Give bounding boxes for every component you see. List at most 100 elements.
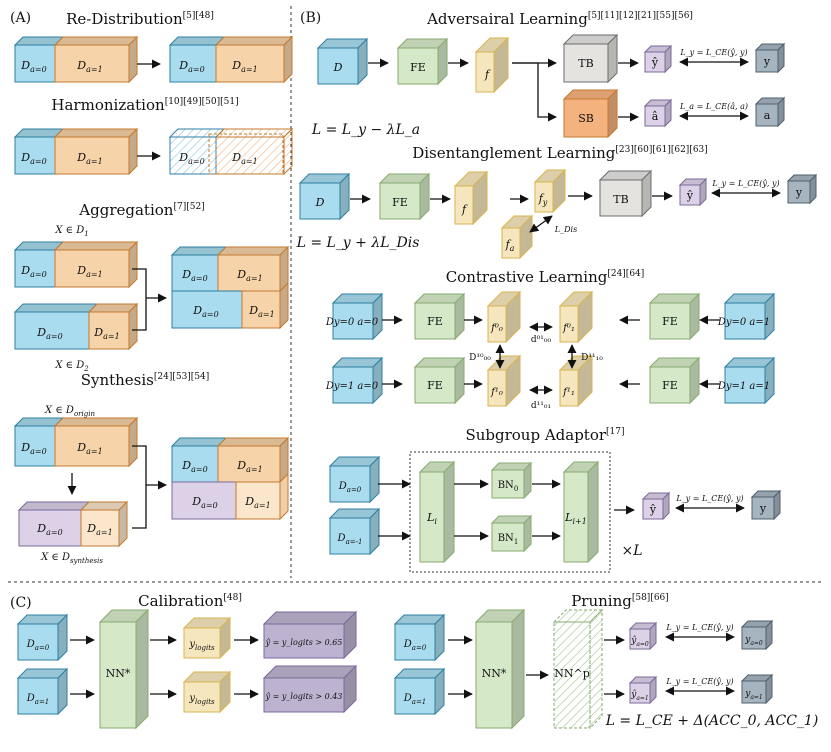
redist-output-label-a1: Da=1 [231,59,257,74]
prn-yhat-a1-cube-front [629,682,651,704]
synth-out-top-box-front-left [171,445,219,483]
synth-x-synth-label-sub: synthesis [70,557,103,565]
harmon-output-box-top-right [214,128,294,138]
con-row1-fe-right-front [649,302,691,340]
cal-a1-label: Da=1 [26,693,50,706]
agg-out-top-box-front-right [217,254,281,292]
dis-fe-cube [378,172,431,221]
harmon-output-label-a0-sub: a=0 [188,157,205,166]
synth-bracket [132,445,147,529]
synth-x-synth-label-base: X ∈ D [40,552,70,563]
prn-y-a0-label-sub: a=0 [750,640,763,647]
dis-tb-label: TB [613,193,628,206]
title-redistribution-refs: [5][48] [183,11,214,21]
synth-out-top-box [170,436,290,484]
sub-bn0-label-base: BN [498,480,514,491]
dis-ldis-label: L_Dis [554,225,577,234]
sub-bn0-cube [490,461,533,500]
dis-fa-label: fa [505,238,515,253]
prn-yhat-a1-label-base: ŷ [630,689,637,700]
dis-y-cube [786,173,818,205]
agg-x-d2-label-sub: 2 [83,365,89,373]
adv-tb-label: TB [578,57,593,70]
prn-a0-label-sub: a=0 [412,644,427,652]
agg-out-label-a1-top-base: D [236,268,246,281]
synth-out-label-a0-top: Da=0 [181,459,207,474]
redist-output-box [168,35,294,84]
adv-d-label: D [333,61,343,74]
synth-out-bottom-side [279,472,289,521]
dis-f-feature-front [454,185,474,225]
adv-sb-cube-front [563,98,609,138]
prn-y-a0-label-base: y [744,635,751,645]
cal-a0-label: Da=0 [26,639,50,652]
sub-am1-label-sub: a=-1 [346,538,363,546]
synth-synth-box-front-right [80,509,120,547]
synth-out-label-a1-top: Da=1 [236,459,262,474]
adv-a-label: a [764,109,771,122]
con-row1-right-label: Dy=0 a=1 [717,317,770,328]
agg-out-label-a1-top-sub: a=1 [246,274,263,283]
redist-output-label-a0: Da=0 [178,59,204,74]
agg-d1-box-top-right [53,241,139,251]
sub-li-layer [418,460,456,564]
adv-y-label: y [763,55,771,68]
dis-fa-feature-front [501,227,521,259]
redist-input-label-a0-sub: a=0 [30,65,47,74]
dis-equation: L = L_y + λL_Dis [296,235,420,251]
cal-nn-layer-front [99,621,137,729]
dis-ly-eq: L_y = L_CE(ŷ, y) [711,179,779,188]
cal-thr-bottom-box-top [262,665,358,679]
agg-d2-box [13,302,139,351]
cal-logits-bottom-label-sub: logits [195,698,215,706]
synth-origin-label-a1-sub: a=1 [86,447,103,456]
dis-yhat-cube-front [679,184,701,206]
agg-d1-box-front-right [54,249,130,288]
sub-li-label-sub: i [434,517,437,526]
prn-a1-label-sub: a=1 [412,698,427,706]
con-row1-right-cube [723,292,776,341]
adv-ly-eq: L_y = L_CE(ŷ, y) [679,48,747,57]
title-adversarial-refs: [5][11][12][21][55][56] [588,11,693,21]
cal-logits-top [182,616,232,660]
agg-d2-label-a0-sub: a=0 [46,332,63,341]
adv-yhat-cube [643,44,673,74]
harmon-output-label-a1-sub: a=1 [241,157,258,166]
dis-d-label: D [315,196,325,209]
sub-bn0-label: BN0 [498,480,519,493]
sub-bn1-cube [490,514,533,553]
sub-ly-eq: L_y = L_CE(ŷ, y) [675,494,743,503]
prn-equation: L = L_CE + Δ(ACC_0, ACC_1) [605,713,819,729]
synth-x-origin-label: X ∈ Dorigin [44,405,95,418]
dis-f-label-base: f [461,203,468,216]
agg-d2-label-a0: Da=0 [36,326,62,341]
redist-output-box-side [283,35,293,84]
agg-d1-box [13,240,139,289]
sub-bn0-cube-front [491,469,525,499]
cal-logits-top-label-sub: logits [195,644,215,652]
prn-nn-label: NN* [482,667,507,680]
prn-y-a0-cube-front [741,626,767,650]
con-row2-f-right-label: f¹₁ [562,387,575,398]
agg-out-label-a1-bottom-base: D [248,304,258,317]
con-row2-f-left-label: f¹₀ [490,387,503,398]
title-disentanglement: Disentanglement Learning[23][60][61][62]… [412,144,708,162]
synth-out-label-a0-top-sub: a=0 [191,465,208,474]
con-row1-f-left-label: f⁰₀ [490,323,503,334]
redist-output-label-a0-base: D [178,59,188,72]
harmon-output-label-a0-base: D [178,151,188,164]
redist-output-label-a1-sub: a=1 [241,65,258,74]
harmon-input-box-top-right [53,128,139,138]
redist-output-box-top-right [214,36,294,46]
redist-output-label-a1-base: D [231,59,241,72]
synth-origin-box-side [128,416,138,468]
adv-sb-cube-side [607,88,618,139]
agg-d2-label-a1: Da=1 [93,326,119,341]
con-vleft-label: D¹⁰₀₀ [469,353,491,363]
agg-out-label-a0-top-base: D [181,268,191,281]
prn-yhat-a0-label-base: ŷ [630,635,637,646]
title-calibration-text: Calibration [138,592,224,610]
con-row1-left-cube-front [332,302,374,340]
prn-yhat-a1-label: ŷa=1 [630,689,649,702]
cal-logits-top-label: ylogits [188,639,215,652]
